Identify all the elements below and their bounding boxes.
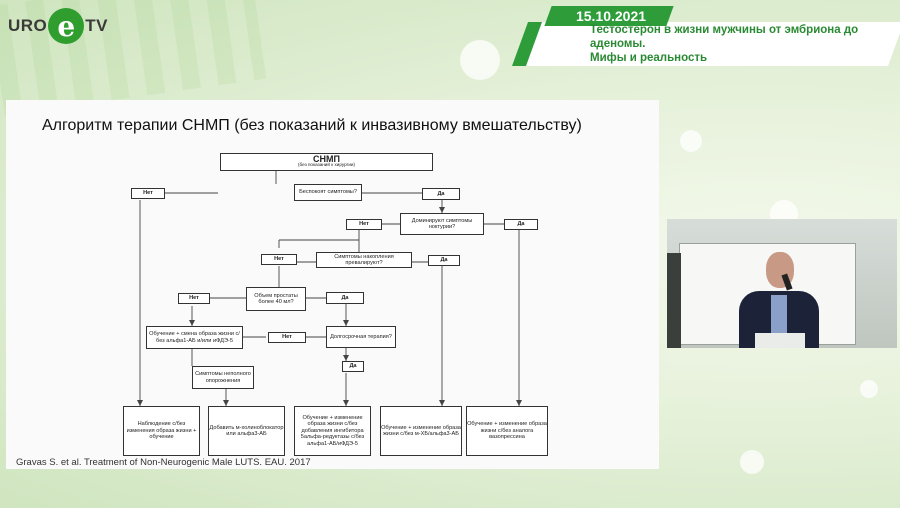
bokeh-light	[680, 130, 702, 152]
flow-yes-label: Да	[326, 292, 364, 304]
flow-outcome-mxb: Обучение + изменение образа жизни с/без …	[380, 406, 462, 456]
flow-question-volume: Объем простаты более 40 мл?	[246, 287, 306, 311]
slide-title: Алгоритм терапии СНМП (без показаний к и…	[42, 117, 582, 134]
speaker-video	[667, 219, 897, 348]
lecture-title-line2: Мифы и реальность	[590, 52, 708, 64]
uro-tv-logo-icon: URO e TV	[8, 8, 108, 44]
lecture-title: Тестостерон в жизни мужчины от эмбриона …	[590, 23, 880, 65]
flow-start-box: СНМП (без показаний к хирургии)	[220, 153, 433, 171]
logo-tv-text: TV	[85, 16, 109, 35]
flow-residual-symptoms: Симптомы неполного опорожнения	[192, 366, 254, 389]
flow-yes-label: Да	[428, 255, 460, 266]
flow-yes-label: Да	[504, 219, 538, 230]
flow-outcome-watchful: Наблюдение с/без изменения образа жизни …	[123, 406, 200, 456]
flow-outcome-antimuscarinic: Добавить м-холиноблокатор или альфа3-АБ	[208, 406, 285, 456]
slide-citation: Gravas S. et al. Treatment of Non-Neurog…	[16, 457, 311, 468]
flow-start-sublabel: (без показаний к хирургии)	[298, 162, 355, 167]
video-cabinet	[667, 253, 681, 348]
flow-no-label: Нет	[268, 332, 306, 343]
flow-outcome-vasopressin: Обучение + изменение образа жизни с/без …	[466, 406, 548, 456]
flow-no-label: Нет	[261, 254, 297, 265]
flow-education-change: Обучение + смена образа жизни с/без альф…	[146, 326, 243, 349]
flow-start-label: СНМП	[313, 153, 340, 164]
bokeh-light	[460, 40, 500, 80]
flow-no-label: Нет	[346, 219, 382, 230]
flow-question-bother: Беспокоят симптомы?	[294, 184, 362, 201]
flow-no-label: Нет	[178, 293, 210, 304]
lecture-title-line1: Тестостерон в жизни мужчины от эмбриона …	[590, 24, 859, 50]
presentation-slide: Алгоритм терапии СНМП (без показаний к и…	[6, 100, 659, 469]
flow-yes-label: Да	[342, 361, 364, 372]
logo-e-mark: e	[48, 8, 85, 44]
event-date: 15.10.2021	[575, 8, 647, 24]
bokeh-light	[860, 380, 878, 398]
speaker-shirt	[771, 295, 787, 335]
flow-outcome-5ari: Обучение + изменение образа жизни с/без …	[294, 406, 371, 456]
flow-question-longterm: Долгосрочная терапия?	[326, 326, 396, 348]
podium	[755, 333, 805, 348]
flow-no-label: Нет	[131, 188, 165, 199]
flow-question-storage: Симптомы накопления превалируют?	[316, 252, 412, 268]
logo-uro-text: URO	[8, 16, 48, 35]
bokeh-light	[740, 450, 764, 474]
flow-yes-label: Да	[422, 188, 460, 200]
flow-question-nocturia: Доминируют симптомы ноктурии?	[400, 213, 484, 235]
